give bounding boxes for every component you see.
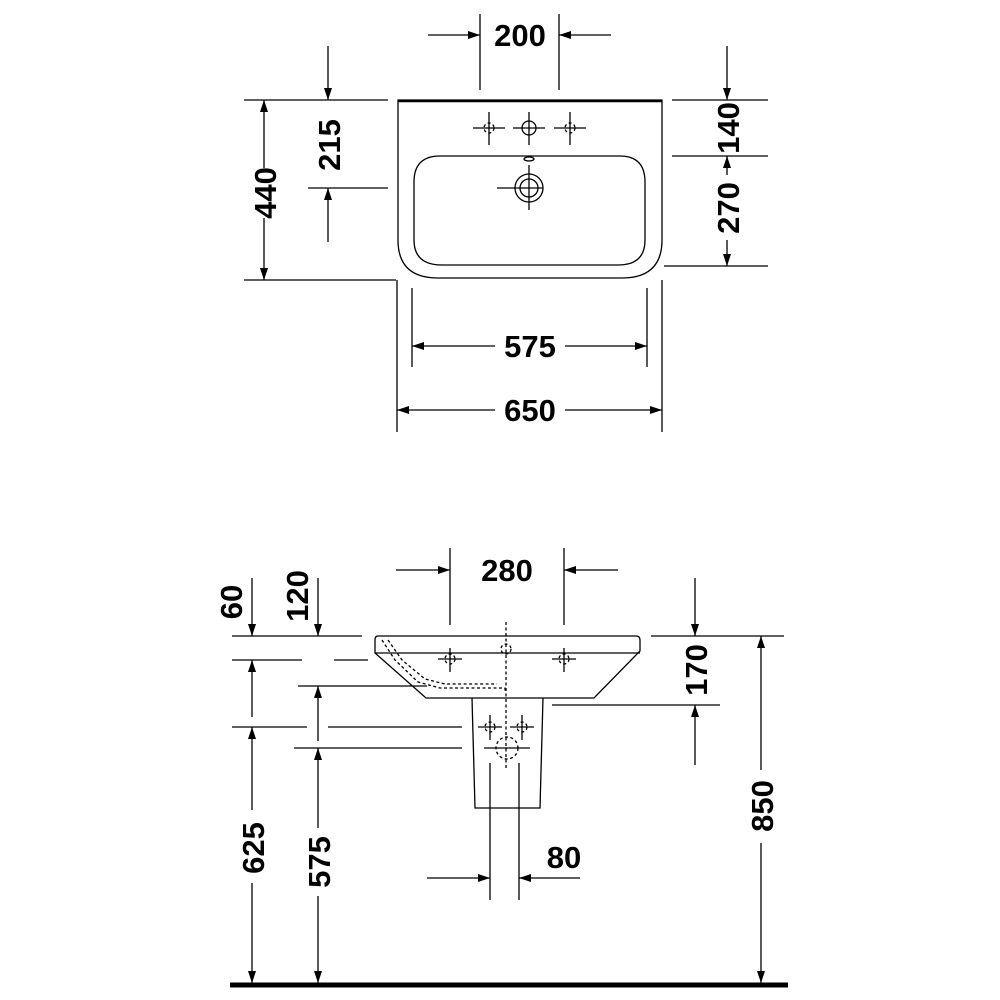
dim-rim-height: 850	[745, 780, 780, 832]
pedestal	[471, 697, 544, 809]
pedestal-holes	[478, 715, 534, 760]
drain-icon	[497, 165, 544, 210]
dim-tap-spacing: 280	[481, 553, 533, 588]
tap-hole-side-right	[552, 648, 576, 672]
dim-bowl-depth: 270	[711, 182, 746, 234]
dim-tap-hole-spacing: 200	[494, 18, 546, 53]
dim-pedestal-pipe: 80	[547, 840, 581, 875]
dim-overall-width: 650	[504, 393, 556, 428]
dim-height-575: 575	[302, 836, 337, 888]
tap-hole-right	[554, 112, 586, 145]
tap-hole-center	[513, 112, 545, 145]
tap-hole-side-left	[438, 648, 462, 672]
dim-overall-depth: 440	[248, 167, 283, 219]
side-view: 280 60 120 625 575 80	[214, 548, 788, 988]
dim-front-to-drain: 215	[312, 119, 347, 171]
dim-rim-offset-60: 60	[214, 585, 249, 619]
dim-rim-to-bowl: 140	[711, 102, 746, 154]
basin-outline	[397, 99, 663, 279]
top-view: 200 440 215 140 270 575 650	[244, 14, 768, 432]
basin-profile	[374, 635, 641, 699]
tap-hole-left	[473, 112, 505, 145]
dim-rim-offset-120: 120	[280, 570, 315, 622]
dim-bowl-width: 575	[504, 329, 556, 364]
bowl-outline	[413, 155, 646, 266]
dim-basin-height: 170	[679, 644, 714, 696]
dim-height-625: 625	[236, 822, 271, 874]
